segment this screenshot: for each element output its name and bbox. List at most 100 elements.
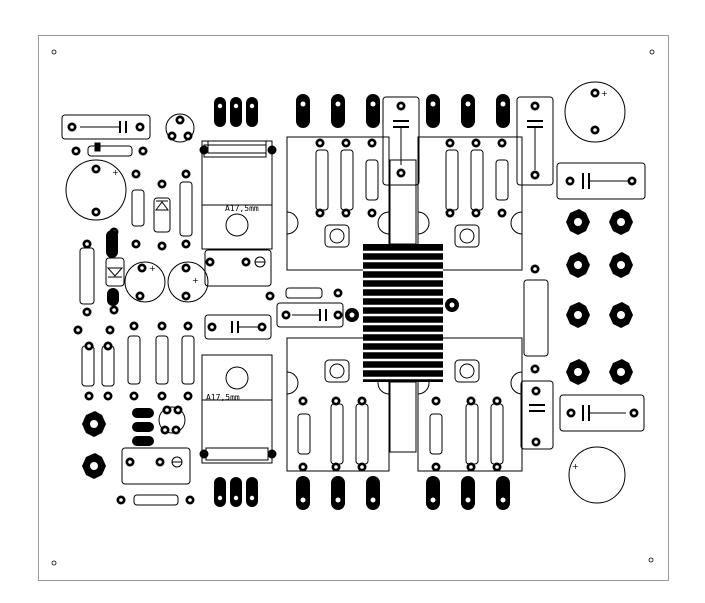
solder-pad-hole [174,428,178,432]
solder-pad-hole [495,465,499,469]
trimmers [171,256,266,468]
solder-pad-hole [469,399,473,403]
solder-pad-hole [474,211,478,215]
solder-pad-hole [186,134,190,138]
solder-pad-hole [370,141,374,145]
solder-pad-hole [474,141,478,145]
solder-pad-hole [74,149,78,153]
solder-pad-hole [434,399,438,403]
svg-text:+: + [112,168,119,177]
solder-pad-hole [260,325,264,329]
solder-pad-hole [632,411,636,415]
solder-pad-hole [448,211,452,215]
small-pads [67,88,639,505]
solder-pad-hole [448,141,452,145]
solder-pad-hole [208,260,212,264]
solder-pad-hole [593,91,597,95]
solder-pad-hole [132,324,136,328]
solder-pad-hole [76,328,80,332]
solder-pad-hole [94,167,98,171]
solder-pad-hole [160,394,164,398]
solder-pad-hole [344,141,348,145]
capacitor-symbols [80,120,628,421]
solder-pad-hole [119,498,123,502]
regulator-lower [199,354,277,464]
solder-pad-hole [160,244,164,248]
svg-text:+: + [149,264,156,273]
solder-pad-hole [301,399,305,403]
solder-pad-hole [360,465,364,469]
solder-pad-hole [268,294,272,298]
regulator-upper [199,140,277,250]
solder-pad-hole [301,465,305,469]
solder-pad-hole [336,291,340,295]
solder-pad-hole [106,344,110,348]
solder-pad-hole [188,498,192,502]
solder-pad-hole [184,294,188,298]
solder-pad-hole [134,242,138,246]
regulator-label-lower: A17,5mm [206,393,240,402]
terminal-pad-holes [90,218,625,470]
solder-pad-hole [138,294,142,298]
solder-pad-hole [160,182,164,186]
solder-pad-hole [94,210,98,214]
solder-pad-hole [399,104,403,108]
inductor-winding [345,159,459,453]
solder-pad-hole [70,125,74,129]
solder-pad-hole [141,149,145,153]
electrolytic-marks: + + + + + [112,89,608,471]
solder-pad-hole [184,242,188,246]
solder-pad-hole [533,267,537,271]
svg-text:+: + [192,276,199,285]
solder-pad-hole [630,179,634,183]
solder-pad-hole [568,179,572,183]
solder-pad-hole [85,310,89,314]
solder-pad-hole [132,394,136,398]
solder-pad-hole [186,324,190,328]
solder-pad-hole [533,104,537,108]
diodes [94,142,171,287]
solder-pad-hole [284,313,288,317]
solder-pad-hole [128,460,132,464]
solder-pad-hole [534,440,538,444]
solder-pad-hole [495,399,499,403]
solder-pad-hole [399,171,403,175]
solder-pad-hole [533,173,537,177]
transistor-pad-holes [217,101,506,503]
electrolytic-capacitors [65,81,626,504]
solder-pad-hole [178,118,182,122]
solder-pad-hole [87,394,91,398]
transistor-pads [214,94,510,510]
solder-pad-hole [210,325,214,329]
solder-pad-hole [360,399,364,403]
svg-text:+: + [572,462,579,471]
solder-pad-hole [244,260,248,264]
svg-text:+: + [601,89,608,98]
solder-pad-hole [106,394,110,398]
solder-pad-hole [370,211,374,215]
solder-pad-hole [112,308,116,312]
solder-pad-hole [184,172,188,176]
solder-pad-hole [318,141,322,145]
solder-pad-hole [134,172,138,176]
capacitor-boxes [61,96,646,485]
mounting-holes [51,49,655,566]
solder-pad-hole [593,128,597,132]
solder-pad-hole [184,266,188,270]
solder-pad-hole [170,134,174,138]
regulator-label-upper: A17,5mm [225,204,259,213]
solder-pad-hole [434,465,438,469]
solder-pad-hole [500,141,504,145]
solder-pad-hole [85,242,89,246]
solder-pad-hole [140,266,144,270]
solder-pad-hole [165,408,169,412]
solder-pad-hole [158,460,162,464]
solder-pad-hole [569,411,573,415]
solder-pad-hole [186,394,190,398]
solder-pad-hole [534,389,538,393]
solder-pad-hole [533,367,537,371]
solder-pad-hole [108,328,112,332]
solder-pad-hole [160,324,164,328]
solder-pad-hole [334,465,338,469]
